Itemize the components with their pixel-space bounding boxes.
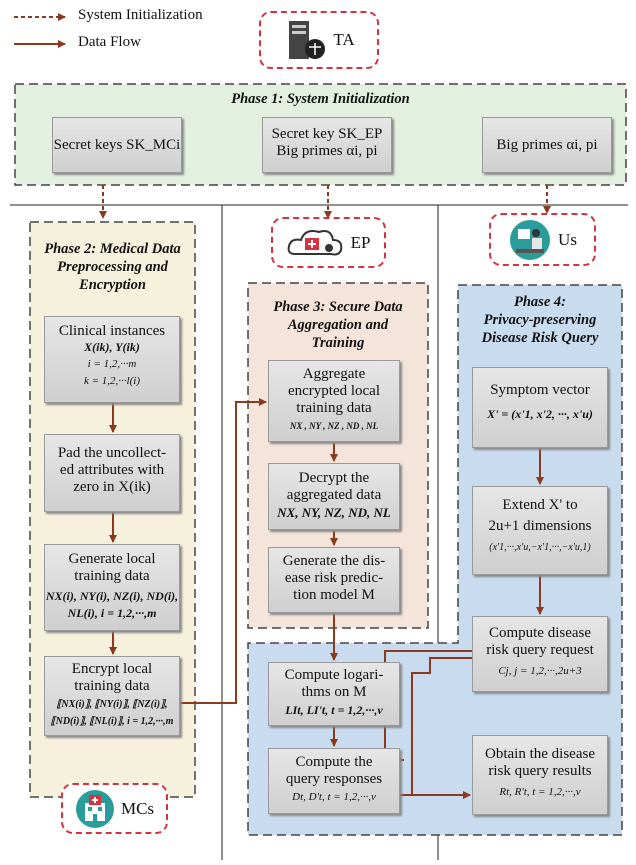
phase3-box-responses: Compute the query responses Dt, D't, t =… <box>268 748 400 814</box>
phase4-box-symptom: Symptom vector X' = (x'1, x'2, ···, x'u) <box>472 367 608 448</box>
entity-ta: TA <box>259 11 379 69</box>
p4b1-l1: Symptom vector <box>490 382 590 398</box>
phase2-title-line2: Preprocessing and <box>57 259 168 275</box>
p3b4-l1: Compute logari- <box>284 667 384 683</box>
p4b1-l2: X' = (x'1, x'2, ···, x'u) <box>487 407 593 421</box>
p3b5-l1: Compute the <box>295 754 373 770</box>
p3b5-l3: Dt, D't, t = 1,2,···,v <box>292 791 376 803</box>
phase2-box-encrypt: Encrypt local training data ⟦NX(i)⟧, ⟦NY… <box>44 656 180 736</box>
p3b2-l1: Decrypt the <box>298 470 370 486</box>
phase3-title-line1: Phase 3: Secure Data <box>273 299 403 315</box>
entity-us-label: Us <box>558 229 577 249</box>
p2b4-l1: Encrypt local <box>71 661 153 677</box>
p2b4-l4: ⟦ND(i)⟧, ⟦NL(i)⟧, i = 1,2,···,m <box>50 716 174 727</box>
p3b3-l2: ease risk predic- <box>284 570 384 586</box>
phase1-box2-line1: Secret key SK_EP <box>271 126 383 142</box>
p2b2-l3: zero in X(ik) <box>73 479 151 495</box>
p4b3-l1: Compute disease <box>488 625 592 641</box>
p3b1-l3: training data <box>296 400 372 416</box>
phase3-box-logarithms: Compute logari- thms on M LIt, LI't, t =… <box>268 662 400 726</box>
p2b1-l4: k = 1,2,···l(i) <box>84 375 140 387</box>
p2b3-l2: training data <box>74 568 150 584</box>
phase3-title-line3: Training <box>311 335 365 351</box>
legend-system-init-label: System Initialization <box>78 7 203 23</box>
phase2-title: Phase 2: Medical Data Preprocessing and … <box>30 240 195 294</box>
phase1-box-us-primes: Big primes αi, pi <box>482 117 612 173</box>
phase4-box-extend: Extend X' to 2u+1 dimensions (x'1,···,x'… <box>472 486 608 575</box>
p2b2-l1: Pad the uncollect- <box>57 445 167 461</box>
p3b2-l2: aggregated data <box>286 487 382 503</box>
phase2-title-line1: Phase 2: Medical Data <box>44 241 181 257</box>
p4b4-l3: Rt, R't, t = 1,2,···,v <box>499 786 581 798</box>
phase1-title: Phase 1: System Initialization <box>231 91 410 107</box>
legend-data-flow-label: Data Flow <box>78 34 141 50</box>
p3b4-l2: thms on M <box>301 684 367 700</box>
p2b3-l3: NX(i), NY(i), NZ(i), ND(i), <box>45 589 179 603</box>
p3b1-l4: NX , NY , NZ , ND , NL <box>289 421 379 431</box>
p2b4-l3: ⟦NX(i)⟧, ⟦NY(i)⟧, ⟦NZ(i)⟧, <box>56 699 168 710</box>
entity-us: Us <box>489 213 596 266</box>
phase2-box-clinical: Clinical instances X(ik), Y(ik) i = 1,2,… <box>44 316 180 403</box>
hospital-icon <box>75 789 114 828</box>
p2b3-l1: Generate local <box>68 551 156 567</box>
p4b3-l2: risk query request <box>486 642 594 658</box>
p4b4-l1: Obtain the disease <box>485 746 595 762</box>
p2b1-l2: X(ik), Y(ik) <box>84 340 140 354</box>
phase1-box-mcs-keys: Secret keys SK_MCi <box>52 117 182 173</box>
phase2-box-pad: Pad the uncollect- ed attributes with ze… <box>44 434 180 512</box>
p3b4-l3: LIt, LI't, t = 1,2,···,v <box>285 703 383 717</box>
p4b3-l3: Cj, j = 1,2,···,2u+3 <box>498 665 582 677</box>
phase2-title-line3: Encryption <box>79 277 146 293</box>
phase3-box-model: Generate the dis- ease risk predic- tion… <box>268 547 400 613</box>
p2b1-l1: Clinical instances <box>58 323 166 339</box>
p2b2-l2: ed attributes with <box>59 462 165 478</box>
p2b1-l3: i = 1,2,···m <box>87 358 137 370</box>
server-icon <box>289 21 326 59</box>
p3b3-l3: tion model M <box>293 587 375 603</box>
entity-mcs: MCs <box>61 783 168 834</box>
p2b4-l2: training data <box>74 678 150 694</box>
phase3-box-aggregate: Aggregate encrypted local training data … <box>268 360 400 442</box>
phase3-title-line2: Aggregation and <box>287 317 389 333</box>
patient-icon <box>510 219 551 260</box>
phase1-box2-line2: Big primes αi, pi <box>276 143 378 159</box>
phase1-box3-text: Big primes αi, pi <box>496 137 598 153</box>
phase1-box-ep-keys: Secret key SK_EP Big primes αi, pi <box>262 117 392 173</box>
flow-encrypt-to-aggregate <box>180 398 267 704</box>
phase4-box-results: Obtain the disease risk query results Rt… <box>472 735 608 815</box>
phase4-box-request: Compute disease risk query request Cj, j… <box>472 616 608 692</box>
p3b3-l1: Generate the dis- <box>282 553 386 569</box>
entity-ep-label: EP <box>350 232 371 252</box>
entity-ep: EP <box>271 217 386 268</box>
phase4-title-line1: Phase 4: <box>514 294 566 310</box>
p4b2-l2: 2u+1 dimensions <box>488 518 592 534</box>
phase3-box-decrypt: Decrypt the aggregated data NX, NY, NZ, … <box>268 463 400 530</box>
cloud-icon <box>287 229 342 255</box>
phase4-title-line3: Disease Risk Query <box>481 330 599 346</box>
p4b2-l3: (x'1,···,x'u,−x'1,···,−x'u,1) <box>489 542 591 553</box>
p3b1-l1: Aggregate <box>302 366 366 382</box>
p4b4-l2: risk query results <box>488 763 592 779</box>
phase2-box-generate: Generate local training data NX(i), NY(i… <box>44 544 180 631</box>
p3b5-l2: query responses <box>285 771 383 787</box>
entity-ta-label: TA <box>333 30 355 49</box>
p2b3-l4: NL(i), i = 1,2,···,m <box>67 606 157 620</box>
p3b2-l3: NX, NY, NZ, ND, NL <box>277 505 391 520</box>
entity-mcs-label: MCs <box>120 798 155 818</box>
phase4-title: Phase 4: Privacy-preserving Disease Risk… <box>458 293 622 347</box>
phase4-title-line2: Privacy-preserving <box>483 312 597 328</box>
p3b1-l2: encrypted local <box>287 383 381 399</box>
phase3-title: Phase 3: Secure Data Aggregation and Tra… <box>248 298 428 352</box>
phase1-box1-text: Secret keys SK_MCi <box>53 137 181 153</box>
p4b2-l1: Extend X' to <box>502 497 578 513</box>
